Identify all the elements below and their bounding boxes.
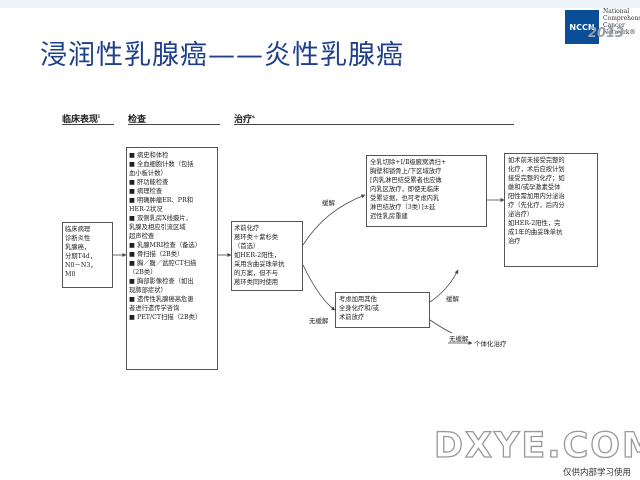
- box-line: 内乳区放疗，即使无临床: [370, 186, 440, 193]
- box-line: ■ 病理检查: [129, 188, 163, 195]
- header-underline: [62, 124, 114, 125]
- label-no-response-2: 无缓解: [449, 335, 469, 343]
- box-line: 胸壁和锁骨上/下区域放疗: [370, 168, 442, 175]
- header-treatment: 治疗s: [234, 114, 255, 125]
- box-line: ■ 病史和体检: [129, 152, 169, 159]
- preoperative-chemo-box: 术前化疗 蒽环类＋紫杉类 （首选） 如HER-2阳性， 采用含曲妥珠单抗 的方案…: [231, 221, 303, 291]
- box-line: 蒽环类同时使用: [234, 279, 279, 286]
- logo-line: Cancer: [603, 22, 625, 29]
- box-line: （2B类）: [129, 269, 157, 276]
- box-line: 淋巴结放疗（3类）]±延: [370, 204, 436, 211]
- box-line: 血小板计数）: [129, 170, 167, 177]
- logo-line: Network®: [603, 29, 636, 36]
- box-line: M0: [65, 271, 76, 278]
- label-response-2: 缓解: [446, 295, 459, 303]
- box-line: HER-2状况: [129, 206, 163, 213]
- box-line: 阳性需加用内分泌治: [508, 193, 565, 200]
- box-line: 疗（先化疗，后内分: [508, 202, 565, 209]
- box-line: 全乳切除+Ⅰ/Ⅱ级腋窝清扫+: [370, 159, 447, 166]
- box-line: 诊断炎性: [65, 235, 91, 242]
- box-line: 临床病理: [65, 226, 91, 233]
- box-line: 考虑加用其他: [339, 296, 377, 303]
- box-line: 治疗: [508, 238, 521, 245]
- box-line: ■ 肝功能检查: [129, 179, 169, 186]
- workup-box: ■ 病史和体检 ■ 全血细胞计数（包括 血小板计数） ■ 肝功能检查 ■ 病理检…: [126, 147, 218, 370]
- box-line: ■ 明确肿瘤ER、PR和: [129, 197, 194, 204]
- box-line: [内乳淋巴结受累者也应做: [370, 177, 442, 184]
- box-line: ■ PET/CT扫描（2B类）: [129, 314, 202, 321]
- box-line: 泌治疗）: [508, 211, 534, 218]
- box-line: 雌和/或孕激素受体: [508, 184, 561, 191]
- label-response: 缓解: [322, 199, 335, 207]
- box-line: 超声检查: [129, 233, 155, 240]
- slide-title: 浸润性乳腺癌——炎性乳腺癌: [40, 40, 404, 71]
- header-underline: [234, 124, 514, 125]
- box-line: 术前放疗: [339, 314, 365, 321]
- box-line: 全身化疗和/或: [339, 305, 379, 312]
- label-no-response: 无缓解: [309, 317, 329, 325]
- box-line: 采用含曲妥珠单抗: [234, 261, 285, 268]
- nccn-logo-badge: NCCN: [565, 10, 599, 44]
- box-line: ■ 骨扫描（2B类）: [129, 251, 184, 258]
- box-line: 分期T4d，: [65, 253, 97, 260]
- box-line: 如术前未接受完整的: [508, 157, 565, 164]
- watermark-text: DXYE.COM: [433, 425, 640, 466]
- header-underline: [128, 124, 220, 125]
- box-line: 的方案，但不与: [234, 270, 279, 277]
- box-line: ■ 遗传性乳腺癌高危患: [129, 296, 194, 303]
- box-line: N0－N3，: [65, 262, 97, 269]
- logo-line: Comprehensive: [603, 15, 640, 22]
- box-line: 乳腺癌，: [65, 244, 91, 251]
- box-line: 现肺部症状）: [129, 287, 167, 294]
- box-line: ■ 乳腺MRI检查（备选）: [129, 242, 202, 249]
- box-line: （首选）: [234, 243, 260, 250]
- box-line: 接受完整的化疗；如: [508, 175, 565, 182]
- box-line: 受累证据，也可考虑内乳: [370, 195, 440, 202]
- header-workup: 检查: [128, 115, 147, 125]
- header-clinical: 临床表现l: [62, 114, 100, 125]
- box-line: 化疗，术后应按计划: [508, 166, 565, 173]
- adjuvant-therapy-box: 如术前未接受完整的 化疗，术后应按计划 接受完整的化疗；如 雌和/或孕激素受体 …: [504, 153, 598, 267]
- box-line: ■ 胸／腹／盆腔CT扫描: [129, 260, 197, 267]
- logo-year: 2013: [588, 26, 625, 41]
- box-line: 者进行遗传学咨询: [129, 305, 180, 312]
- label-individualized-treatment: 个体化治疗: [474, 340, 507, 348]
- box-line: ■ 双侧乳房X线摄片，: [129, 215, 192, 222]
- surgery-radiotherapy-box: 全乳切除+Ⅰ/Ⅱ级腋窝清扫+ 胸壁和锁骨上/下区域放疗 [内乳淋巴结受累者也应做…: [366, 155, 487, 227]
- nccn-logo-text: National Comprehensive Cancer Network®: [603, 8, 640, 36]
- box-line: 乳腺及相应引流区域: [129, 224, 186, 231]
- clinical-presentation-box: 临床病理 诊断炎性 乳腺癌， 分期T4d， N0－N3， M0: [62, 222, 113, 288]
- box-line: 成1年的曲妥珠单抗: [508, 229, 563, 236]
- watermark-note: 仅供内部学习使用: [563, 468, 632, 478]
- top-band: [0, 0, 640, 8]
- box-line: 术前化疗: [234, 225, 260, 232]
- box-line: 迟性乳房重建: [370, 213, 408, 220]
- box-line: 如HER-2阳性，完: [508, 220, 561, 227]
- consider-additional-therapy-box: 考虑加用其他 全身化疗和/或 术前放疗: [335, 292, 430, 328]
- box-line: 如HER-2阳性，: [234, 252, 281, 259]
- box-line: ■ 全血细胞计数（包括: [129, 161, 194, 168]
- box-line: 蒽环类＋紫杉类: [234, 234, 279, 241]
- box-line: ■ 胸部影像检查（如出: [129, 278, 194, 285]
- logo-line: National: [603, 8, 630, 15]
